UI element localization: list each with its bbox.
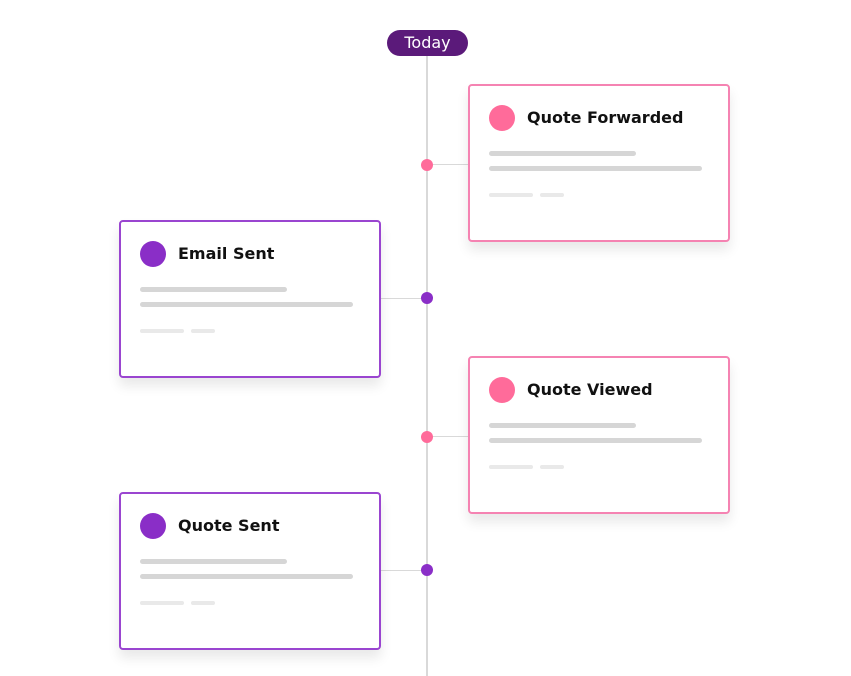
timeline-node bbox=[421, 292, 433, 304]
status-dot-icon bbox=[140, 241, 166, 267]
placeholder-line bbox=[489, 166, 702, 171]
timeline-node bbox=[421, 431, 433, 443]
event-card-quote-viewed[interactable]: Quote Viewed bbox=[468, 356, 730, 514]
event-title: Quote Forwarded bbox=[527, 108, 684, 127]
placeholder-line bbox=[489, 438, 702, 443]
connector-line bbox=[381, 570, 421, 571]
placeholder-line bbox=[489, 151, 636, 156]
timeline-node bbox=[421, 159, 433, 171]
placeholder-line bbox=[489, 423, 636, 428]
event-title: Quote Sent bbox=[178, 516, 280, 535]
event-card-quote-sent[interactable]: Quote Sent bbox=[119, 492, 381, 650]
connector-line bbox=[381, 298, 421, 299]
timeline-node bbox=[421, 564, 433, 576]
status-dot-icon bbox=[489, 105, 515, 131]
placeholder-meta bbox=[191, 601, 215, 605]
placeholder-meta bbox=[540, 465, 564, 469]
event-title: Quote Viewed bbox=[527, 380, 653, 399]
event-title: Email Sent bbox=[178, 244, 275, 263]
event-card-email-sent[interactable]: Email Sent bbox=[119, 220, 381, 378]
event-card-quote-forwarded[interactable]: Quote Forwarded bbox=[468, 84, 730, 242]
placeholder-meta bbox=[140, 601, 184, 605]
placeholder-meta bbox=[540, 193, 564, 197]
placeholder-meta bbox=[489, 465, 533, 469]
timeline-axis bbox=[426, 56, 428, 676]
status-dot-icon bbox=[489, 377, 515, 403]
status-dot-icon bbox=[140, 513, 166, 539]
connector-line bbox=[433, 436, 469, 437]
today-marker: Today bbox=[387, 30, 468, 56]
placeholder-meta bbox=[489, 193, 533, 197]
placeholder-line bbox=[140, 559, 287, 564]
placeholder-meta bbox=[140, 329, 184, 333]
placeholder-line bbox=[140, 287, 287, 292]
placeholder-meta bbox=[191, 329, 215, 333]
placeholder-line bbox=[140, 302, 353, 307]
connector-line bbox=[433, 164, 469, 165]
placeholder-line bbox=[140, 574, 353, 579]
